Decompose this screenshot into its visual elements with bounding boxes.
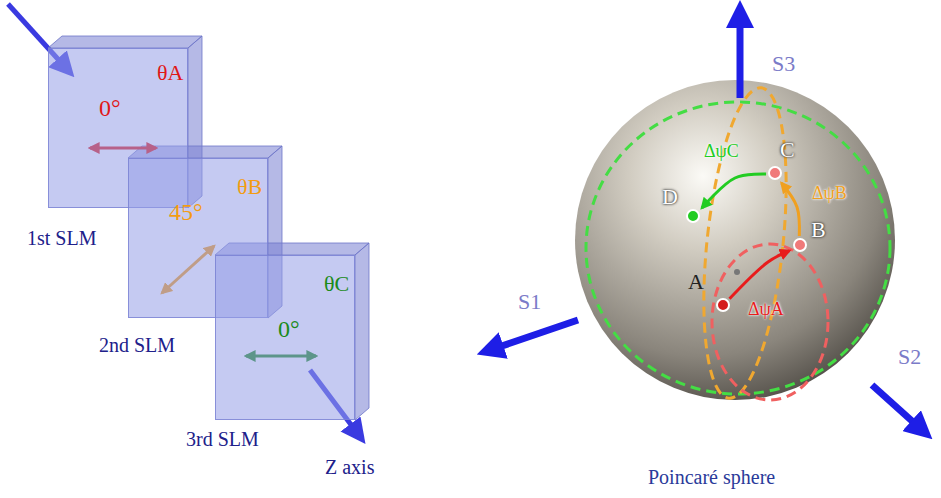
- slm-label: 3rd SLM: [186, 428, 259, 450]
- angle-value: 45°: [169, 199, 203, 225]
- angle-value: 0°: [99, 95, 121, 121]
- slm-label: 2nd SLM: [99, 334, 175, 356]
- small-circle-red: [712, 244, 828, 400]
- rotation-arc: [782, 183, 800, 236]
- phase-label: ΔψA: [748, 300, 784, 320]
- state-point: B: [793, 238, 807, 252]
- angle-symbol: θA: [157, 61, 183, 85]
- rotation-arc: [730, 251, 790, 299]
- angle-symbol: θC: [324, 272, 349, 296]
- angle-symbol: θB: [237, 175, 262, 199]
- point-label: A: [688, 270, 704, 294]
- poincare-sphere: [575, 80, 895, 400]
- phase-label: ΔψB: [812, 184, 847, 204]
- axis-label: Z axis: [325, 456, 374, 478]
- angle-value: 0°: [278, 316, 300, 342]
- point-label: B: [811, 218, 826, 242]
- phase-label: ΔψC: [704, 142, 739, 162]
- axis-label: S2: [898, 345, 921, 369]
- state-point: D: [686, 209, 700, 223]
- sphere-center: [734, 269, 740, 275]
- state-point: A: [716, 298, 730, 312]
- point-label: D: [662, 185, 678, 209]
- great-circle-orange: [691, 84, 799, 402]
- slm-label: 1st SLM: [27, 227, 96, 249]
- state-point: C: [768, 166, 782, 180]
- slm-panel: 0°θC3rd SLM: [215, 255, 355, 420]
- rotation-arc: [702, 174, 766, 208]
- figure-caption: Poincaré sphere: [648, 466, 775, 488]
- s1-axis: [490, 320, 578, 350]
- great-circle-green: [586, 102, 890, 394]
- axis-label: S3: [772, 52, 795, 76]
- s2-axis: [872, 385, 922, 430]
- s3-axis: [737, 14, 744, 98]
- point-label: C: [780, 138, 795, 162]
- axis-label: S1: [518, 290, 541, 314]
